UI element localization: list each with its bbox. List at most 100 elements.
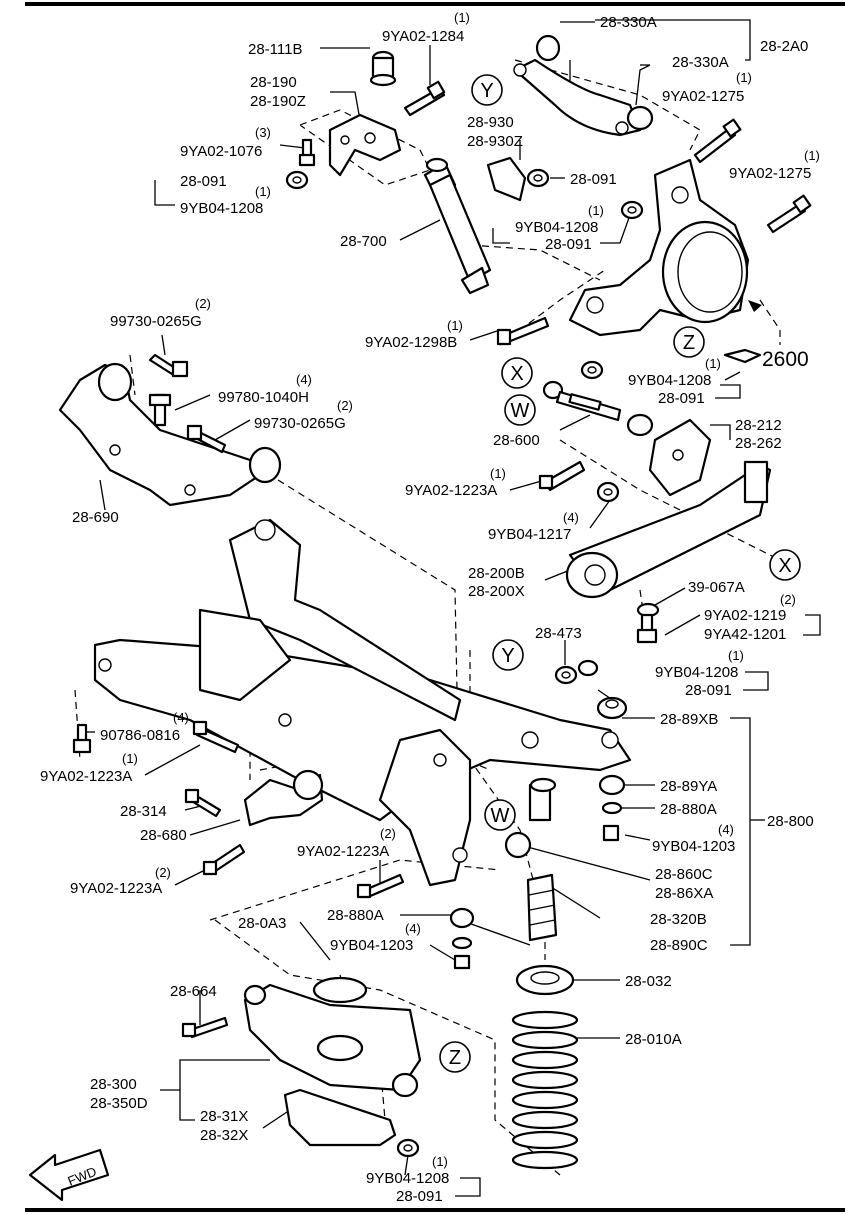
qty-9YB04-1203-b: (4) [405,921,421,936]
label-9YA42-1201: 9YA42-1201 [704,626,786,643]
qty-99730-0265G-a: (2) [195,296,211,311]
label-28-091-f: 28-091 [396,1188,443,1205]
qty-9YA02-1284: (1) [454,10,470,25]
ref-circle-Y-top: Y [471,74,503,106]
label-28-091-e: 28-091 [685,682,732,699]
svg-text:X: X [510,363,523,385]
nut-9YB04-1203-b [453,954,471,970]
ref-circle-X-right: X [769,549,801,581]
ref-circle-Z-bottom: Z [439,1041,471,1073]
label-28-473: 28-473 [535,625,582,642]
bracket-28-190 [328,113,402,177]
washer-28-473 [554,665,578,685]
nut-28-091-c [620,200,644,220]
label-9YA02-1076: 9YA02-1076 [180,143,262,160]
label-28-800: 28-800 [767,813,814,830]
bolt-9YA02-1223A-c [202,843,246,876]
svg-text:X: X [778,555,791,577]
label-9YB04-1208-c: 9YB04-1208 [628,372,711,389]
bolt-99780-1040H [148,393,172,427]
label-28-0A3: 28-0A3 [238,915,286,932]
label-9YA02-1219: 9YA02-1219 [704,607,786,624]
bolt-28-664 [181,1016,229,1039]
qty-99730-0265G-b: (2) [337,398,353,413]
bushing-28-89YA [598,774,626,796]
lower-arm-28-300 [243,976,422,1098]
qty-90786-0816: (4) [173,710,189,725]
svg-text:Z: Z [683,332,695,354]
bolt-9YA02-1284 [403,80,446,117]
label-28-680: 28-680 [140,827,187,844]
bump-stop-mount-28-111B [369,50,397,87]
label-28-091-d: 28-091 [658,390,705,407]
ref-circle-W-left: W [504,394,536,426]
label-28-930Z: 28-930Z [467,133,523,150]
label-28-664: 28-664 [170,983,217,1000]
svg-text:Y: Y [480,80,493,102]
qty-9YB04-1208-e: (1) [432,1154,448,1169]
label-9YB04-1203-a: 9YB04-1203 [652,838,735,855]
label-9YA02-1223A-a: 9YA02-1223A [405,482,497,499]
ref-circle-Z-top: Z [673,326,705,358]
label-28-320B: 28-320B [650,911,707,928]
washer-28-880A-a [601,801,623,815]
label-28-010A: 28-010A [625,1031,682,1048]
label-28-350D: 28-350D [90,1095,148,1112]
label-9YA02-1284: 9YA02-1284 [382,28,464,45]
bolt-9YA02-1275-b [766,194,812,234]
label-28-091-c: 28-091 [545,236,592,253]
bolt-9YA02-1223A-a [538,460,586,492]
nut-28-091-f [396,1138,420,1158]
label-9YA02-1223A-b: 9YA02-1223A [40,768,132,785]
bracket-28-212 [648,418,712,497]
nut-28-091-a [285,170,309,190]
label-28-111B: 28-111B [248,41,303,58]
nut-9YB04-1203-a [602,824,620,842]
label-28-89YA: 28-89YA [660,778,717,795]
qty-9YA02-1298B: (1) [447,318,463,333]
label-9YA02-1275-a: 9YA02-1275 [662,88,744,105]
label-9YA02-1223A-c: 9YA02-1223A [70,880,162,897]
nut-28-091-e [577,659,599,677]
bolt-9YA02-1219 [636,613,658,644]
label-9YA02-1298B: 9YA02-1298B [365,334,457,351]
nut-9YB04-1217 [596,481,620,503]
label-28-860C: 28-860C [655,866,713,883]
washer-28-880A-b [451,936,473,950]
qty-9YB04-1208-a: (1) [255,184,271,199]
qty-9YB04-1208-c: (1) [705,356,721,371]
label-28-262: 28-262 [735,435,782,452]
label-9YB04-1203-b: 9YB04-1203 [330,937,413,954]
svg-text:Y: Y [501,645,514,667]
label-28-330A-1: 28-330A [600,14,657,31]
svg-text:W: W [491,805,510,827]
qty-9YB04-1208-d: (1) [728,648,744,663]
label-28-690: 28-690 [72,509,119,526]
label-28-32X: 28-32X [200,1127,248,1144]
label-28-091-a: 28-091 [180,173,227,190]
label-9YB04-1208-a: 9YB04-1208 [180,200,263,217]
bolt-90786-0816 [72,723,92,754]
qty-9YA02-1223A-d: (2) [380,826,396,841]
shock-absorber-28-700 [423,157,492,295]
bolt-9YA02-1275-a [693,118,742,164]
qty-99780-1040H: (4) [296,372,312,387]
svg-text:W: W [511,400,530,422]
label-99730-0265G-a: 99730-0265G [110,313,202,330]
control-arm-28-690 [58,362,282,507]
label-28-200X: 28-200X [468,583,525,600]
label-9YB04-1217: 9YB04-1217 [488,526,571,543]
qty-9YA02-1076: (3) [255,125,271,140]
label-9YB04-1208-e: 9YB04-1208 [366,1170,449,1187]
ref-circle-W-mid: W [484,799,516,831]
qty-9YA02-1219: (2) [780,592,796,607]
svg-text:Z: Z [449,1047,461,1069]
bolt-9YA02-1298B [496,316,550,346]
qty-9YB04-1208-b: (1) [588,203,604,218]
label-9YA02-1275-b: 9YA02-1275 [729,165,811,182]
label-9YA02-1223A-d: 9YA02-1223A [297,843,389,860]
knuckle-2600 [568,158,750,337]
bolt-28-314 [184,788,222,818]
label-28-314: 28-314 [120,803,167,820]
nut-28-091-d [580,360,604,380]
